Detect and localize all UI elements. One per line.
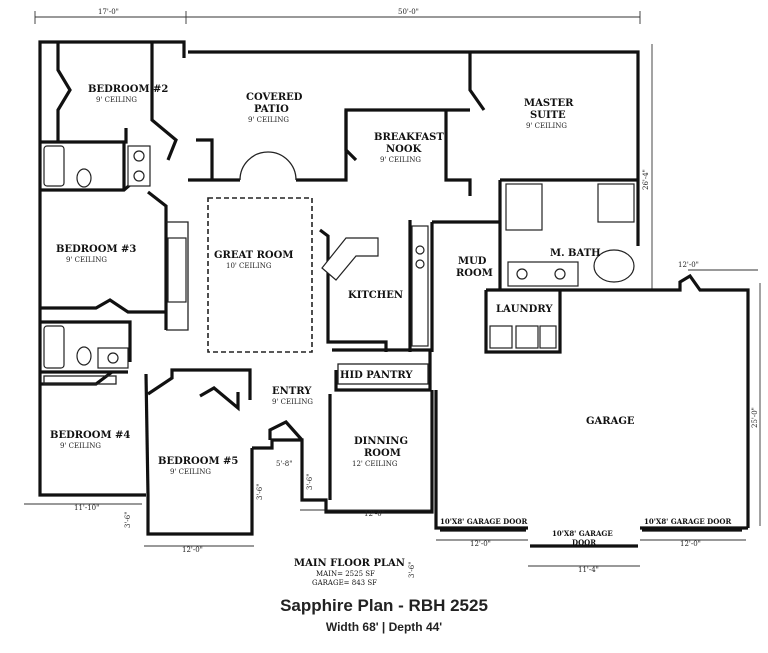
patio-line2: PATIO: [254, 104, 289, 115]
dimension-lines: [24, 11, 761, 567]
interior-walls: [40, 42, 638, 500]
dim-garage-bottom-left: 12'-0": [470, 540, 491, 548]
dining-line2: ROOM: [364, 448, 401, 459]
bedroom4-ceiling: 9' CEILING: [60, 442, 101, 450]
dim-right-upper: 26'-4": [642, 169, 650, 190]
dim-dining-bottom: 12'-0": [364, 510, 385, 518]
great-room-name: GREAT ROOM: [214, 250, 293, 261]
laundry-name: LAUNDRY: [496, 304, 553, 315]
dimension-labels: 17'-0" 50'-0" 26'-4" 12'-0" 25'-0" 11'-1…: [74, 8, 759, 578]
dim-main-label-side: 3'-6": [408, 562, 416, 578]
dim-bedroom4-bottom: 11'-10": [74, 504, 99, 512]
pantry-name: HID PANTRY: [340, 370, 413, 381]
bedroom3-ceiling: 9' CEILING: [66, 256, 107, 264]
exterior-walls: [38, 40, 750, 536]
dim-bedroom4-side: 3'-6": [124, 512, 132, 528]
plan-title: Sapphire Plan - RBH 2525: [280, 596, 488, 615]
patio-ceiling: 9' CEILING: [248, 116, 289, 124]
dim-top-left: 17'-0": [98, 8, 119, 16]
patio-line1: COVERED: [246, 92, 303, 103]
fixtures: [43, 145, 742, 548]
bedroom3-name: BEDROOM #3: [56, 244, 136, 255]
dim-garage-bottom-right: 12'-0": [680, 540, 701, 548]
room-labels: BEDROOM #2 9' CEILING COVERED PATIO 9' C…: [50, 84, 731, 587]
mud-line2: ROOM: [456, 268, 493, 279]
garage-door-left: 10'X8' GARAGE DOOR: [440, 517, 527, 526]
dim-entry-side: 3'-6": [256, 484, 264, 500]
master-line1: MASTER: [524, 98, 574, 109]
bedroom2-ceiling: 9' CEILING: [96, 96, 137, 104]
kitchen-name: KITCHEN: [348, 290, 403, 301]
garage-door-right: 10'X8' GARAGE DOOR: [644, 517, 731, 526]
m-bath-name: M. BATH: [550, 248, 601, 259]
dining-ceiling: 12' CEILING: [352, 460, 398, 468]
dim-top-total: 50'-0": [398, 8, 419, 16]
bedroom5-ceiling: 9' CEILING: [170, 468, 211, 476]
master-ceiling: 9' CEILING: [526, 122, 567, 130]
garage-door-mid-2: DOOR: [572, 538, 596, 547]
bedroom2-name: BEDROOM #2: [88, 84, 168, 95]
main-floor-label: MAIN FLOOR PLAN: [294, 558, 405, 569]
dim-garage-bottom-mid: 11'-4": [578, 566, 599, 574]
bedroom4-name: BEDROOM #4: [50, 430, 130, 441]
dim-entry-closet: 5'-8": [276, 460, 292, 468]
garage-name: GARAGE: [586, 416, 635, 427]
dim-garage-side: 25'-0": [751, 407, 759, 428]
garage-door-mid-1: 10'X8' GARAGE: [552, 529, 613, 538]
dim-garage-top: 12'-0": [678, 261, 699, 269]
mud-line1: MUD: [458, 256, 487, 267]
dim-entry-side2: 3'-6": [306, 474, 314, 490]
great-room-ceiling: 10' CEILING: [226, 262, 272, 270]
nook-ceiling: 9' CEILING: [380, 156, 421, 164]
main-sf: MAIN= 2525 SF: [316, 570, 375, 578]
nook-line2: NOOK: [386, 144, 422, 155]
nook-line1: BREAKFAST: [374, 132, 444, 143]
bedroom5-name: BEDROOM #5: [158, 456, 238, 467]
garage-sf: GARAGE= 843 SF: [312, 579, 377, 587]
entry-ceiling: 9' CEILING: [272, 398, 313, 406]
master-line2: SUITE: [530, 110, 566, 121]
dim-bedroom5-bottom: 12'-0": [182, 546, 203, 554]
dining-line1: DINNING: [354, 436, 408, 447]
plan-size: Width 68' | Depth 44': [325, 620, 443, 634]
entry-name: ENTRY: [272, 386, 312, 397]
